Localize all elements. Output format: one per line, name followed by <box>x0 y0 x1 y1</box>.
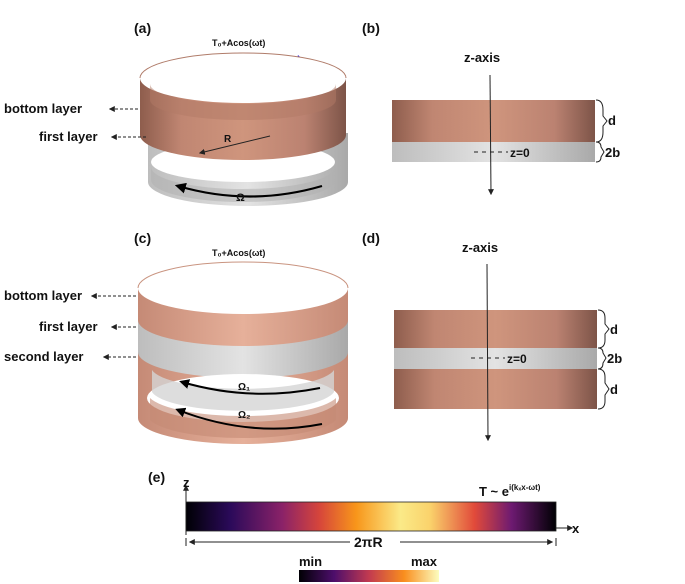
b-copper-layer <box>392 100 595 142</box>
e-formula-exp: i(kₓx-ωt) <box>509 483 541 492</box>
panel-b-tag: (b) <box>362 20 380 36</box>
b-d-label: d <box>608 113 616 128</box>
drive-label-c: T₀+Acos(ωt) <box>212 248 265 258</box>
colorbar <box>299 570 439 582</box>
colorbar-min: min <box>299 554 322 569</box>
e-z-label: z <box>183 475 190 490</box>
d-2b-label: 2b <box>607 351 622 366</box>
panel-c: (c) T₀+Acos(ωt) Ω₁ Ω₂ bottom layer first… <box>4 230 349 444</box>
panel-d: (d) z-axis z=0 d 2b d <box>362 230 622 442</box>
e-formula-base: T ~ e <box>479 484 509 499</box>
label-bottom-layer-a: bottom layer <box>4 101 82 116</box>
ring-c-top-opening <box>138 262 348 314</box>
b-axis-label: z-axis <box>464 50 500 65</box>
ring-c-top-rim <box>137 261 349 289</box>
panel-b: (b) z-axis z=0 d 2b <box>362 20 620 196</box>
e-length-label: 2πR <box>354 534 383 550</box>
b-brace-d <box>595 99 608 143</box>
rotation-label: Ω <box>236 192 245 204</box>
rotation-arrow-1 <box>179 379 321 395</box>
label-first-layer-c: first layer <box>39 319 98 334</box>
d-brace-top <box>597 309 610 349</box>
rotation-label-2: Ω₂ <box>238 410 250 421</box>
panel-c-tag: (c) <box>134 230 151 246</box>
d-brace-bottom <box>597 368 610 410</box>
rotation-label-1: Ω₁ <box>238 382 250 393</box>
d-copper-bottom <box>394 369 597 409</box>
d-axis-label: z-axis <box>462 240 498 255</box>
b-2b-label: 2b <box>605 145 620 160</box>
label-second-layer-c: second layer <box>4 349 84 364</box>
ring-inner-copper <box>150 84 336 120</box>
e-x-label: x <box>572 521 580 536</box>
colorbar-max: max <box>411 554 438 569</box>
b-z-axis <box>487 74 494 196</box>
panel-a-tag: (a) <box>134 20 151 36</box>
panel-d-tag: (d) <box>362 230 380 246</box>
panel-a: (a) T₀+Acos(ωt) R Ω bottom layer first l… <box>4 20 348 206</box>
panel-e-tag: (e) <box>148 469 165 485</box>
e-heatmap-strip <box>185 501 557 532</box>
d-copper-top <box>394 310 597 348</box>
drive-label: T₀+Acos(ωt) <box>212 38 265 48</box>
radius-arrow <box>198 135 271 155</box>
label-first-layer-a: first layer <box>39 129 98 144</box>
d-z-axis <box>484 263 491 442</box>
rotation-arrow <box>174 182 323 198</box>
b-brace-2b <box>595 141 605 163</box>
e-formula: T ~ ei(kₓx-ωt) <box>479 483 541 499</box>
radius-label: R <box>224 134 232 145</box>
panel-e: (e) z x T ~ ei(kₓx-ωt) 2πR min max <box>148 469 580 582</box>
d-brace-mid <box>597 347 607 370</box>
label-bottom-layer-c: bottom layer <box>4 288 82 303</box>
d-z0-label: z=0 <box>507 352 527 366</box>
ring-top-rim <box>139 52 347 79</box>
b-z0-label: z=0 <box>510 146 530 160</box>
d-d-top-label: d <box>610 322 618 337</box>
d-d-bottom-label: d <box>610 382 618 397</box>
ring-c-inner-gray <box>152 370 334 411</box>
ring-top-opening <box>140 53 346 103</box>
rotation-arrow-2 <box>175 407 323 430</box>
